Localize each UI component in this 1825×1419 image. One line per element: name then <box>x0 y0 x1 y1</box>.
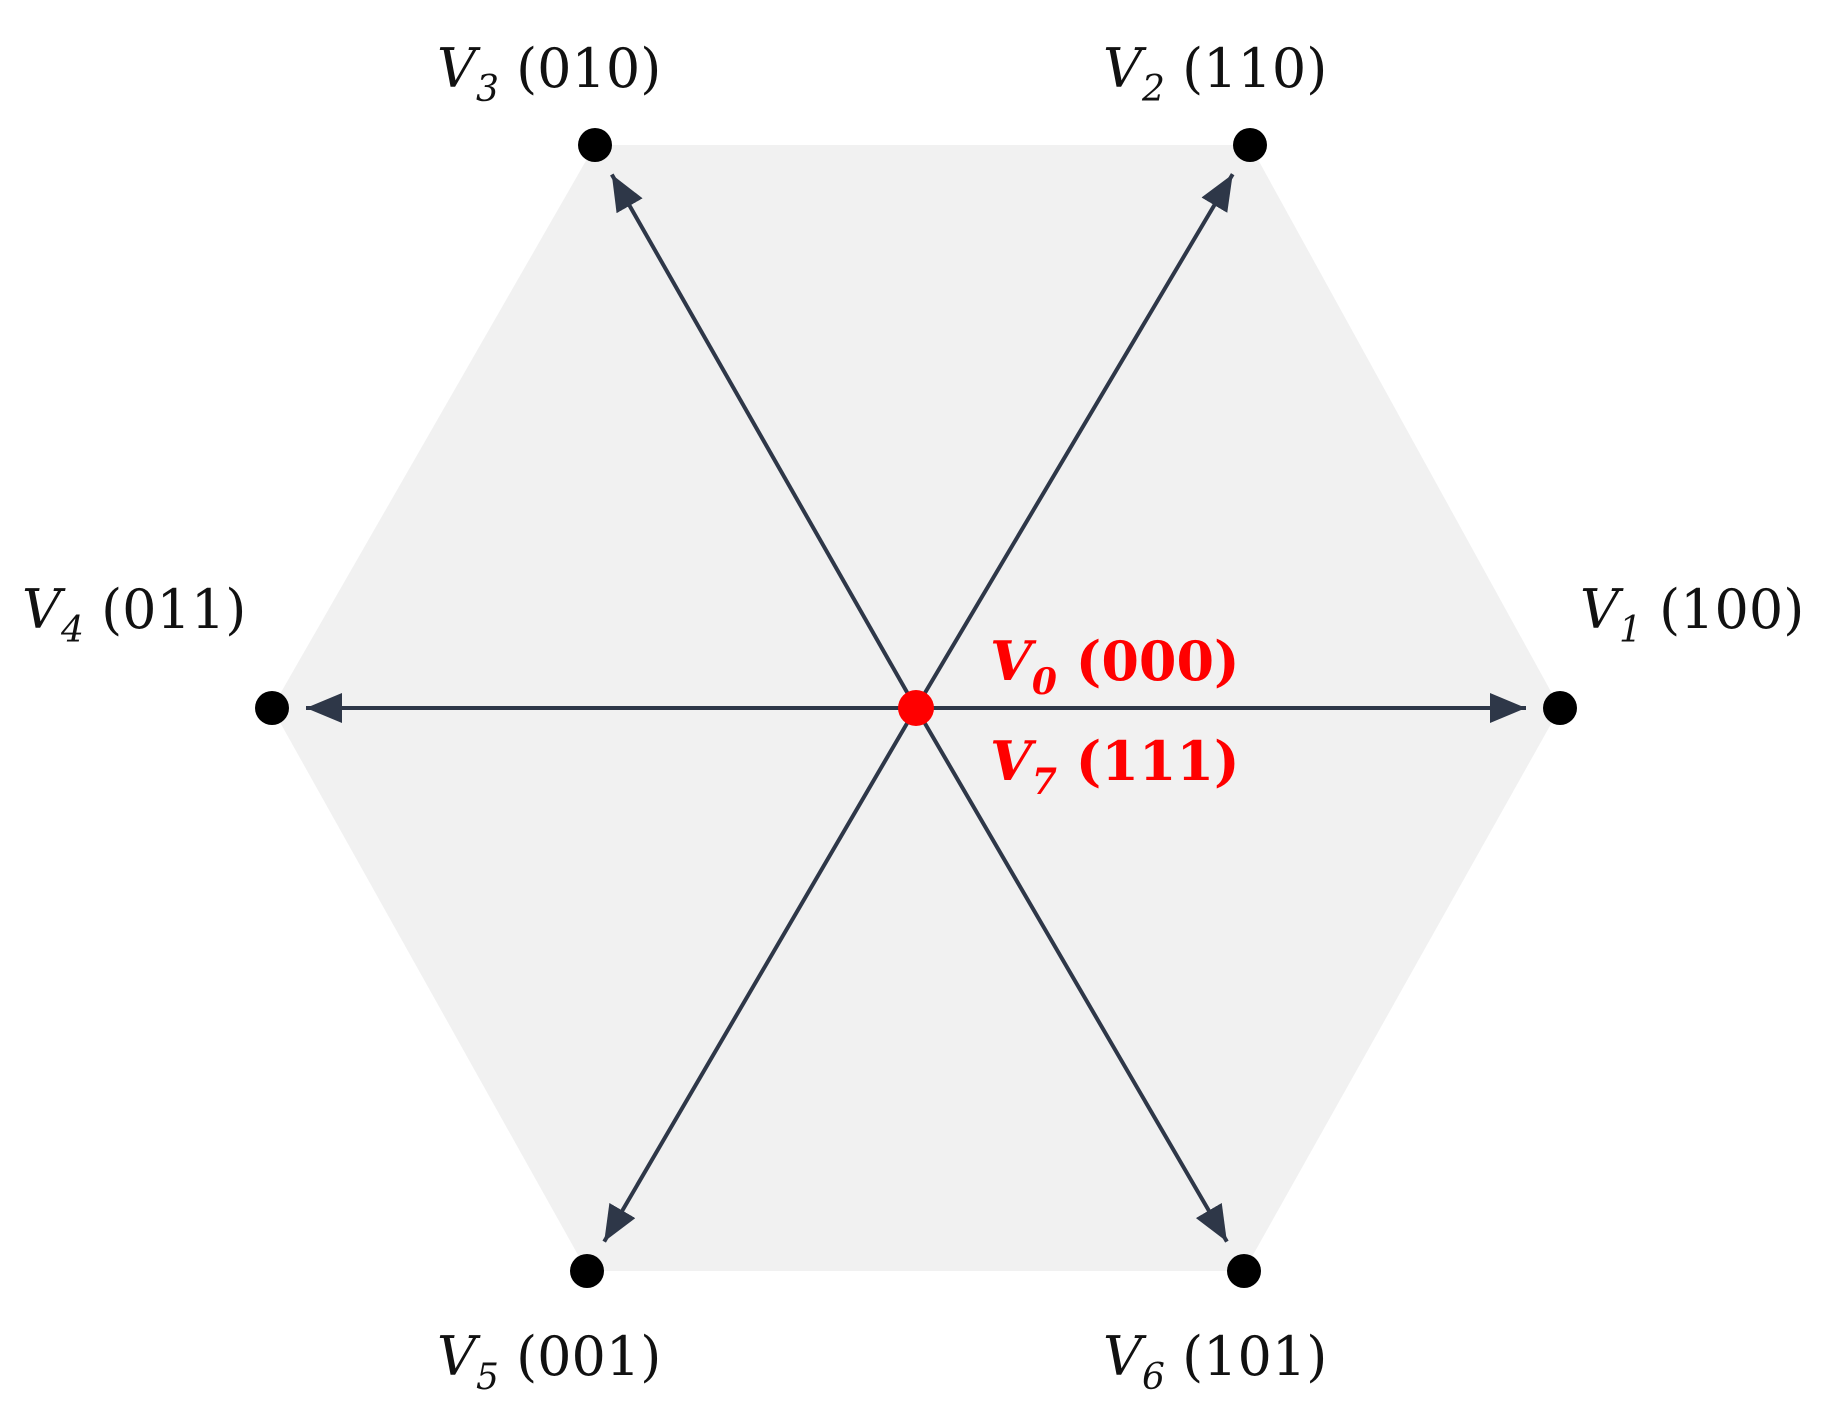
label-v2: V2 (110) <box>1103 37 1327 110</box>
arrow-v3 <box>610 173 918 709</box>
label-v0: V0 (000) <box>990 629 1240 703</box>
origin-dot <box>898 690 934 726</box>
vector-arrows <box>306 173 1526 1243</box>
label-v1: V1 (100) <box>1580 578 1804 651</box>
arrow-v6 <box>914 706 1229 1243</box>
label-v3: V3 (010) <box>437 37 661 110</box>
arrow-v5 <box>602 706 918 1243</box>
vertex-dot-v6 <box>1227 1254 1261 1288</box>
vertex-dot-v1 <box>1543 691 1577 725</box>
arrow-v2 <box>914 173 1235 710</box>
label-v7: V7 (111) <box>990 729 1240 803</box>
vertex-dot-v5 <box>570 1254 604 1288</box>
label-v6: V6 (101) <box>1103 1325 1327 1398</box>
vertex-dots <box>255 128 1577 1288</box>
vertex-dot-v3 <box>578 128 612 162</box>
label-v5: V5 (001) <box>437 1325 661 1398</box>
label-v4: V4 (011) <box>22 578 246 651</box>
vertex-dot-v2 <box>1233 128 1267 162</box>
vertex-dot-v4 <box>255 691 289 725</box>
